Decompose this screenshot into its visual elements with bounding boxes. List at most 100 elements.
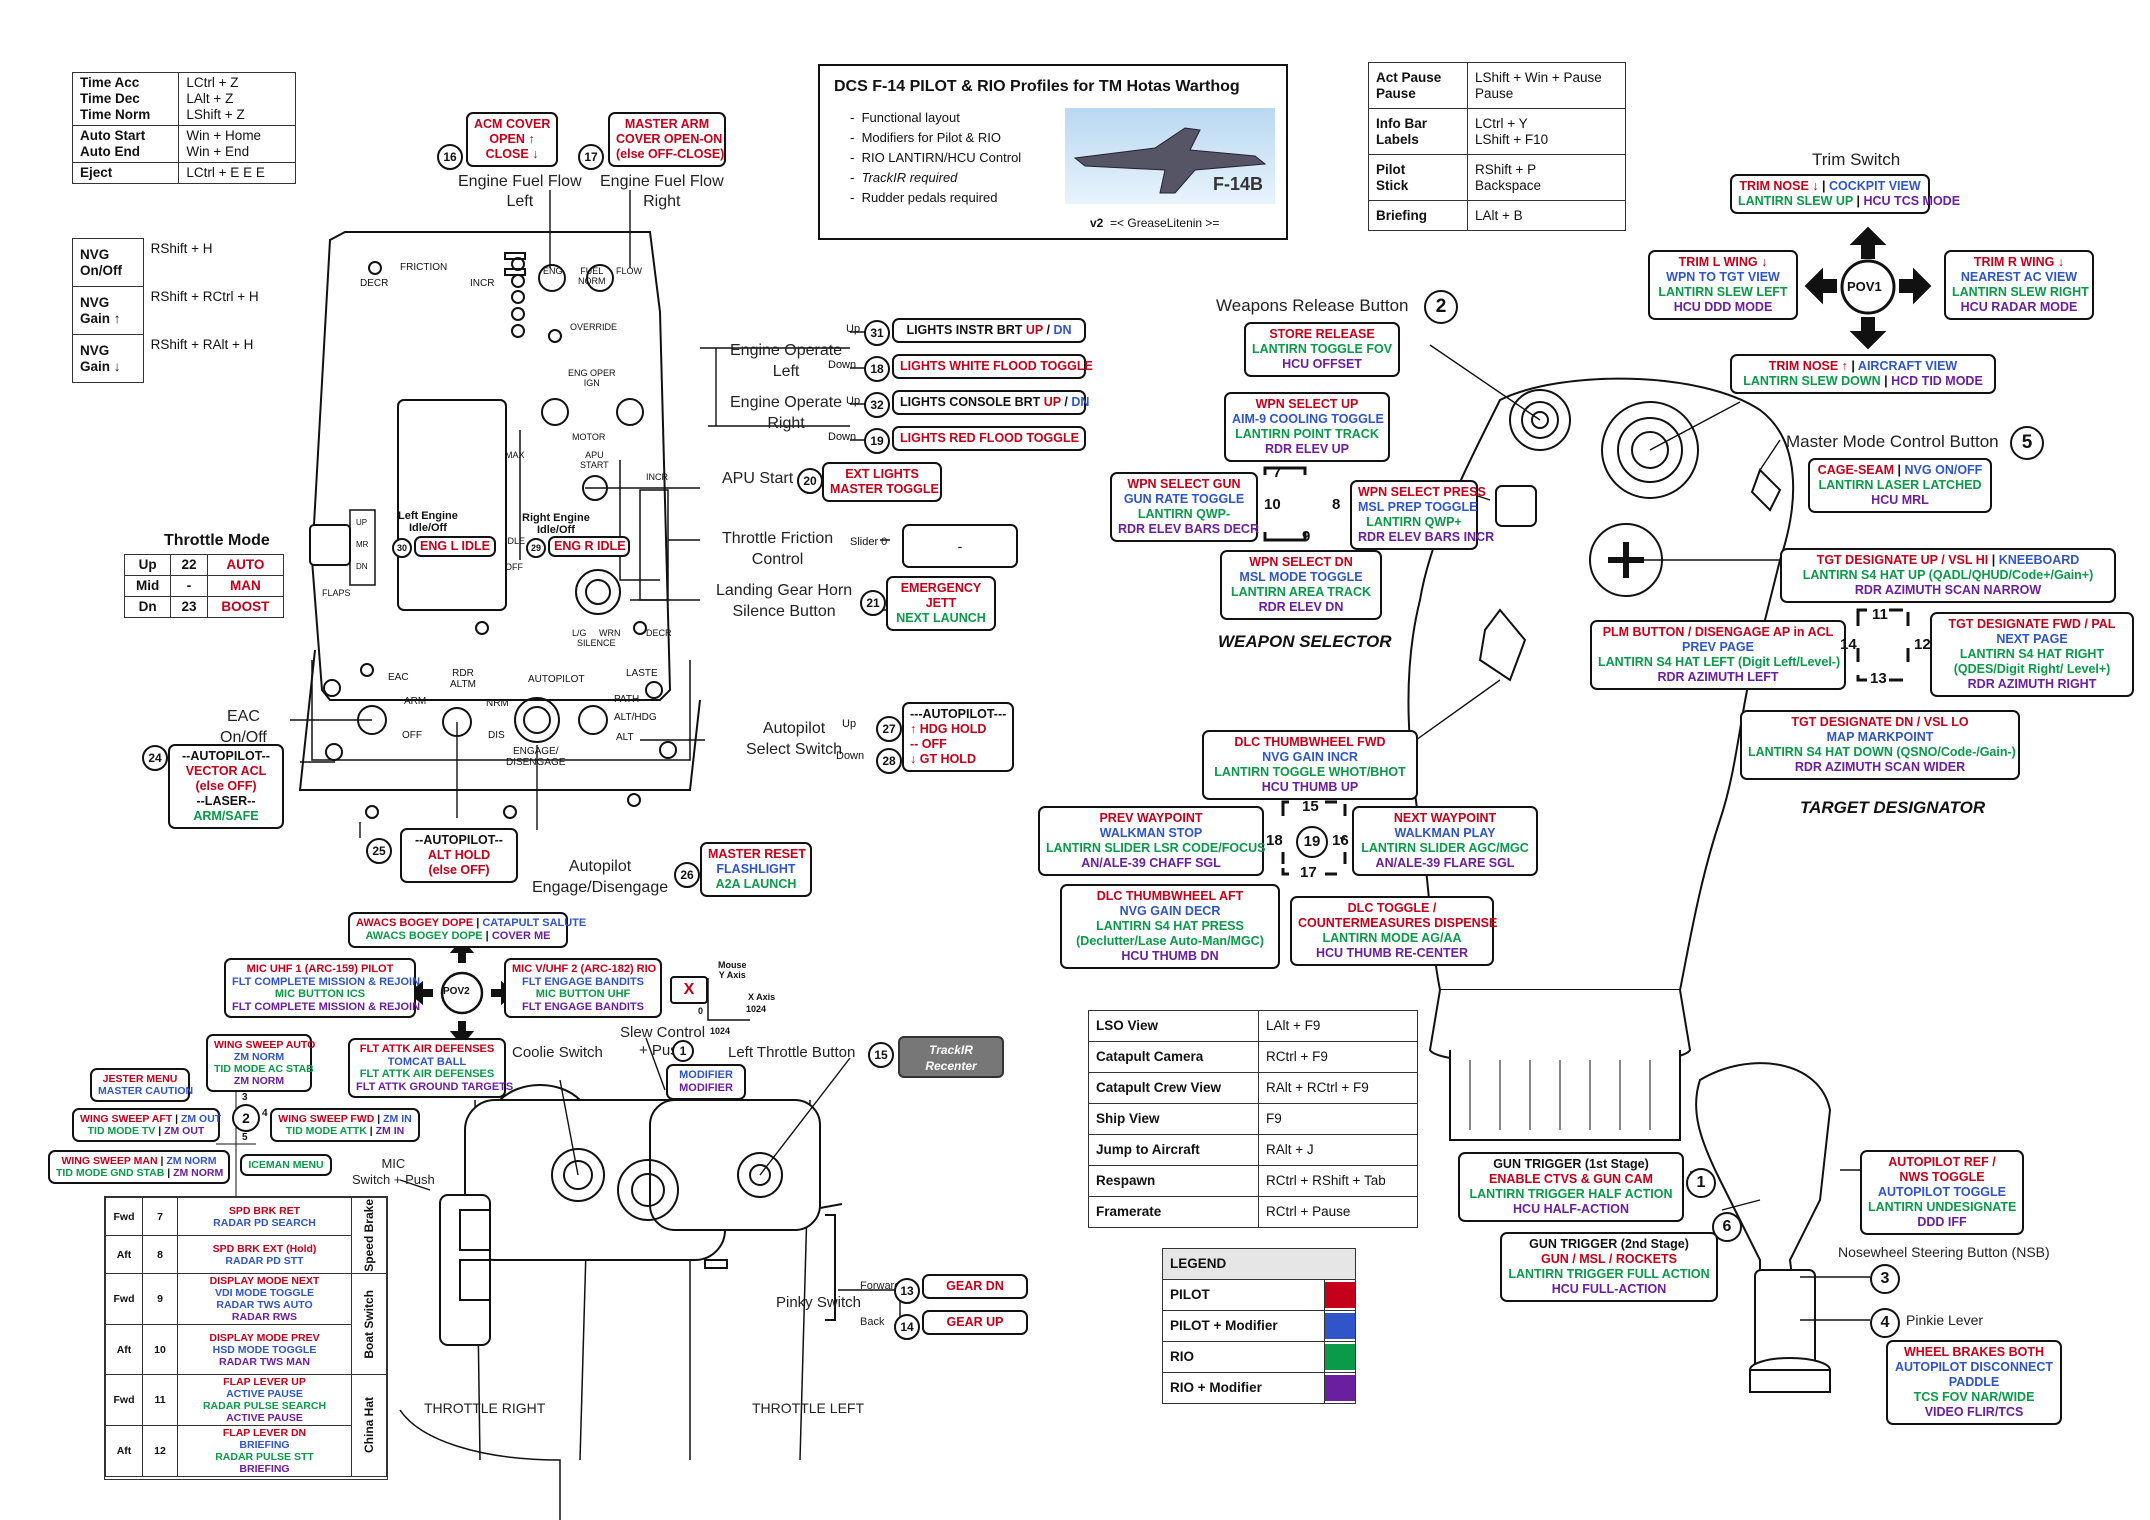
box-text: OPEN ↑ xyxy=(489,132,535,146)
feature-item: - TrackIR required xyxy=(850,170,958,185)
box-text: AWACS BOGEY DOPE xyxy=(356,917,474,929)
box-text: DN xyxy=(1071,395,1090,409)
box-text: UP xyxy=(1043,395,1061,409)
ws-num-9: 9 xyxy=(1302,528,1311,545)
box-text: LANTIRN SLEW RIGHT xyxy=(1952,285,2089,299)
box-text: LANTIRN TRIGGER FULL ACTION xyxy=(1508,1267,1710,1281)
box-text: AIM-9 COOLING TOGGLE xyxy=(1232,412,1384,426)
box-text: LANTIRN S4 HAT DOWN (QSNO/Code-/Gain-) xyxy=(1748,745,2016,759)
box-text: PREV PAGE xyxy=(1681,640,1754,654)
box-text: NEXT PAGE xyxy=(1996,632,2068,646)
engine-fuel-flow-left-label: Engine Fuel Flow Left xyxy=(458,173,582,210)
box-text: FLT ENGAGE BANDITS xyxy=(521,1000,644,1013)
throttle-mode-title: Throttle Mode xyxy=(164,532,270,549)
box-text: TID MODE ATTK xyxy=(285,1125,367,1137)
table-key: NVG Gain ↑ xyxy=(72,286,144,335)
box-text: ALT HOLD xyxy=(427,848,491,862)
dlc-center-number: 19 xyxy=(1296,826,1328,858)
box-text: HCU RADAR MODE xyxy=(1960,300,2078,314)
box-text: AN/ALE-39 FLARE SGL xyxy=(1375,856,1515,870)
box-text: LANTIRN LASER LATCHED xyxy=(1818,478,1982,492)
button-number: 31 xyxy=(864,320,890,346)
switch-action: BRIEFING xyxy=(239,1439,290,1451)
landing-gear-horn-label: Landing Gear Horn Silence Button xyxy=(716,582,853,620)
button-number: 26 xyxy=(674,862,700,888)
switch-group-name: Speed Brake xyxy=(362,1199,376,1272)
alt-hdg-label: ALT/HDG xyxy=(614,712,657,723)
y-1024-label: 1024 xyxy=(710,1026,731,1036)
button-number: 29 xyxy=(526,538,546,558)
table-value: RCtrl + F9 xyxy=(1258,1041,1418,1073)
gear-up-box: GEAR UP xyxy=(922,1310,1028,1335)
big-number: 4 xyxy=(1870,1308,1900,1338)
box-text: WALKMAN PLAY xyxy=(1394,826,1496,840)
button-number: 27 xyxy=(876,716,902,742)
forward-label: Forward xyxy=(860,1280,901,1292)
box-text: GUN TRIGGER (1st Stage) xyxy=(1493,1157,1649,1171)
gun-trigger2-box: GUN TRIGGER (2nd Stage)GUN / MSL / ROCKE… xyxy=(1500,1232,1718,1302)
box-text: | xyxy=(366,1125,376,1137)
flow-label: FLOW xyxy=(616,266,642,276)
box-text: DN xyxy=(1053,323,1072,337)
path-label: PATH xyxy=(614,694,640,705)
lights-white-flood-box: LIGHTS WHITE FLOOD TOGGLE xyxy=(892,354,1093,379)
box-text: GUN / MSL / ROCKETS xyxy=(1541,1252,1677,1266)
nosewheel-label: Nosewheel Steering Button (NSB) xyxy=(1838,1244,2050,1260)
dis-label: DIS xyxy=(488,730,505,741)
box-text: (else OFF-CLOSE) xyxy=(616,147,725,161)
box-text: HCU TCS MODE xyxy=(1863,194,1961,208)
table-cell: 23 xyxy=(170,596,208,618)
box-text: CLOSE ↓ xyxy=(485,147,539,161)
ws-num-8: 8 xyxy=(1332,496,1341,513)
box-text: ↓ GT HOLD xyxy=(910,752,976,766)
coolie-pos-3: 3 xyxy=(242,1092,248,1103)
box-text: DLC TOGGLE / xyxy=(1347,901,1437,915)
table-cell: Up xyxy=(123,554,172,576)
down-label: Down xyxy=(828,359,857,371)
box-text: WPN TO TGT VIEW xyxy=(1666,270,1780,284)
box-text: MIC BUTTON UHF xyxy=(535,988,631,1000)
box-text: | xyxy=(473,917,483,929)
table-key: Respawn xyxy=(1088,1165,1259,1197)
box-text: (else OFF) xyxy=(428,863,490,877)
tg-num-12: 12 xyxy=(1914,636,1931,653)
x-1024-label: 1024 xyxy=(746,1004,767,1014)
flaps-label: FLAPS xyxy=(322,588,351,598)
table-key: Jump to Aircraft xyxy=(1088,1134,1259,1166)
incr-slider-label: INCR xyxy=(646,472,668,482)
autopilot-vector-box: --AUTOPILOT--VECTOR ACL(else OFF)--LASER… xyxy=(168,744,284,829)
box-text: COVER ME xyxy=(491,930,551,942)
box-text: ARM/SAFE xyxy=(193,809,259,823)
box-text: | xyxy=(1847,359,1858,373)
legend-swatch-cell xyxy=(1324,1372,1356,1404)
legend-swatch xyxy=(1325,1282,1355,1308)
box-text: | xyxy=(164,1167,174,1179)
box-text: ZM NORM xyxy=(173,1167,224,1179)
table-value: RAlt + RCtrl + F9 xyxy=(1258,1072,1418,1104)
box-text: LIGHTS WHITE FLOOD TOGGLE xyxy=(900,359,1093,373)
box-text: NVG ON/OFF xyxy=(1904,463,1983,477)
switch-action: ACTIVE PAUSE xyxy=(226,1388,303,1400)
engine-operate-left-label: Engine Operate Left xyxy=(730,342,843,380)
legend-title: LEGEND xyxy=(1162,1248,1356,1280)
box-text: WING SWEEP FWD xyxy=(278,1113,375,1125)
engine-operate-knob xyxy=(541,398,569,426)
box-text: FLASHLIGHT xyxy=(716,862,796,876)
button-number: 30 xyxy=(392,538,412,558)
switch-action: RADAR PULSE STT xyxy=(215,1451,314,1463)
legend-swatch xyxy=(1325,1313,1355,1339)
feature-item: - Rudder pedals required xyxy=(850,190,998,205)
